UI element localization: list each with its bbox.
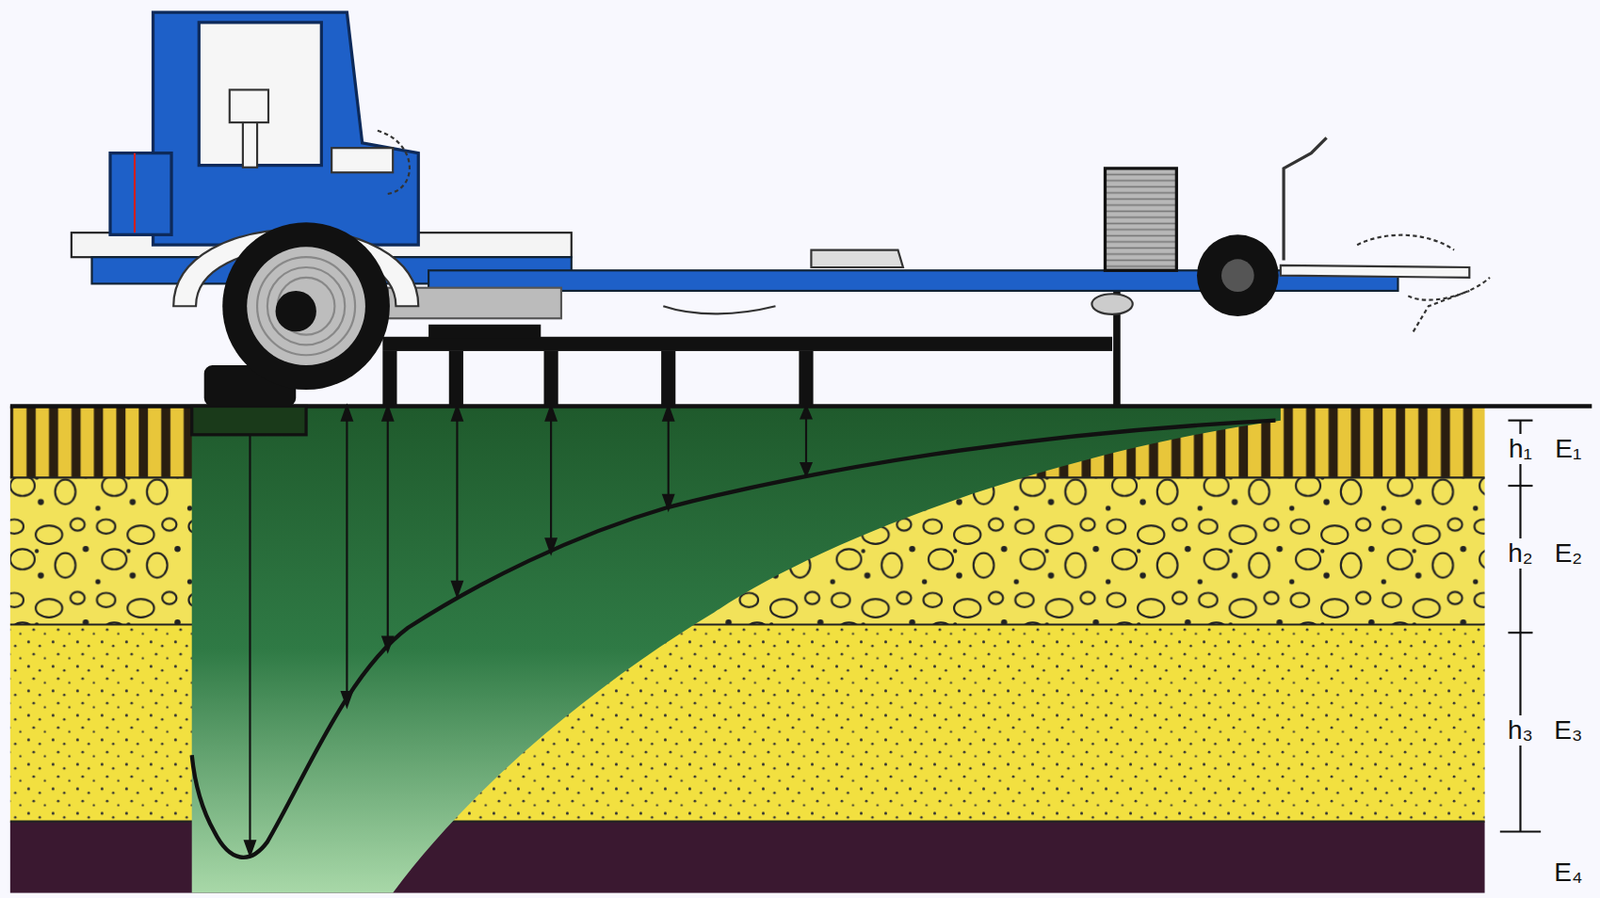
layer-label: E₄ [1551,857,1584,889]
layer-label: E₂ [1552,538,1585,569]
layer-label: h₁ [1506,434,1535,465]
layer-label: E₃ [1551,715,1584,746]
layer-label: E₁ [1552,434,1584,465]
layer-label: h₃ [1505,715,1536,746]
layer-label: h₂ [1505,538,1535,569]
